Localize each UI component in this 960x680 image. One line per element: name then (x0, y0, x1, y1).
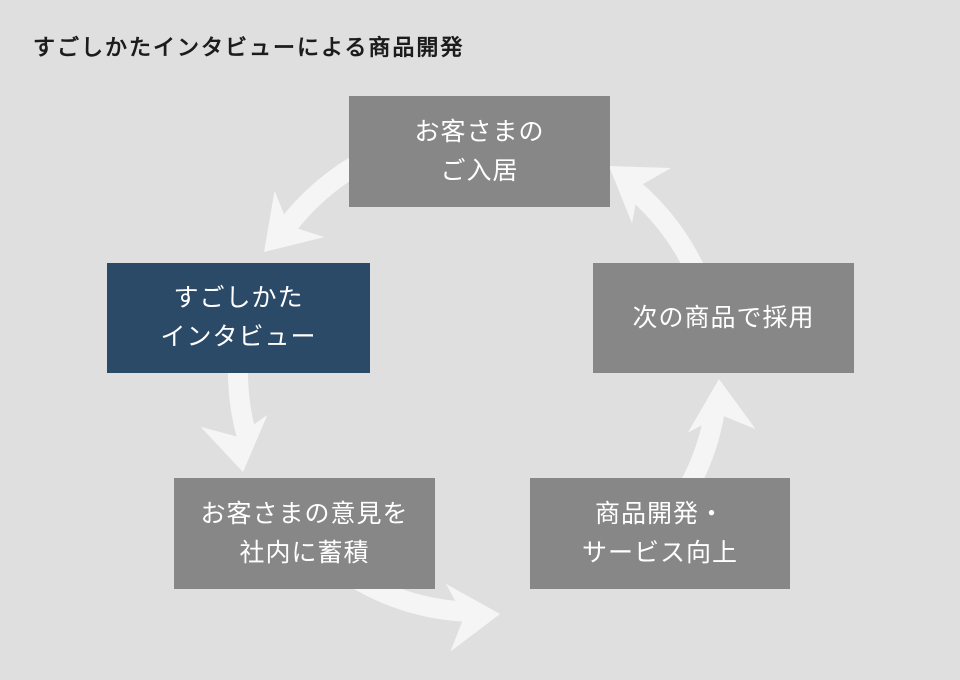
arrowhead-into-left-icon (264, 190, 325, 252)
cycle-step-adopt: 次の商品で採用 (593, 263, 854, 373)
cycle-step-develop: 商品開発・ サービス向上 (530, 478, 790, 589)
cycle-step-label: お客さまの ご入居 (414, 117, 545, 185)
cycle-step-label: お客さまの意見を 社内に蓄積 (200, 499, 409, 567)
cycle-step-label: 次の商品で採用 (632, 303, 815, 332)
arrowhead-into-top-icon (609, 166, 672, 224)
cycle-step-accumulate: お客さまの意見を 社内に蓄積 (174, 478, 435, 589)
arrowhead-into-right-icon (687, 379, 756, 433)
cycle-step-move-in: お客さまの ご入居 (349, 96, 610, 207)
diagram-title: すごしかたインタビューによる商品開発 (33, 35, 465, 60)
cycle-step-label: すごしかた インタビュー (160, 284, 317, 351)
arrowhead-into-bottomleft-icon (200, 414, 268, 472)
cycle-step-interview: すごしかた インタビュー (107, 263, 370, 373)
arrowhead-bottom-icon (445, 583, 500, 652)
cycle-step-label: 商品開発・ サービス向上 (581, 499, 738, 567)
